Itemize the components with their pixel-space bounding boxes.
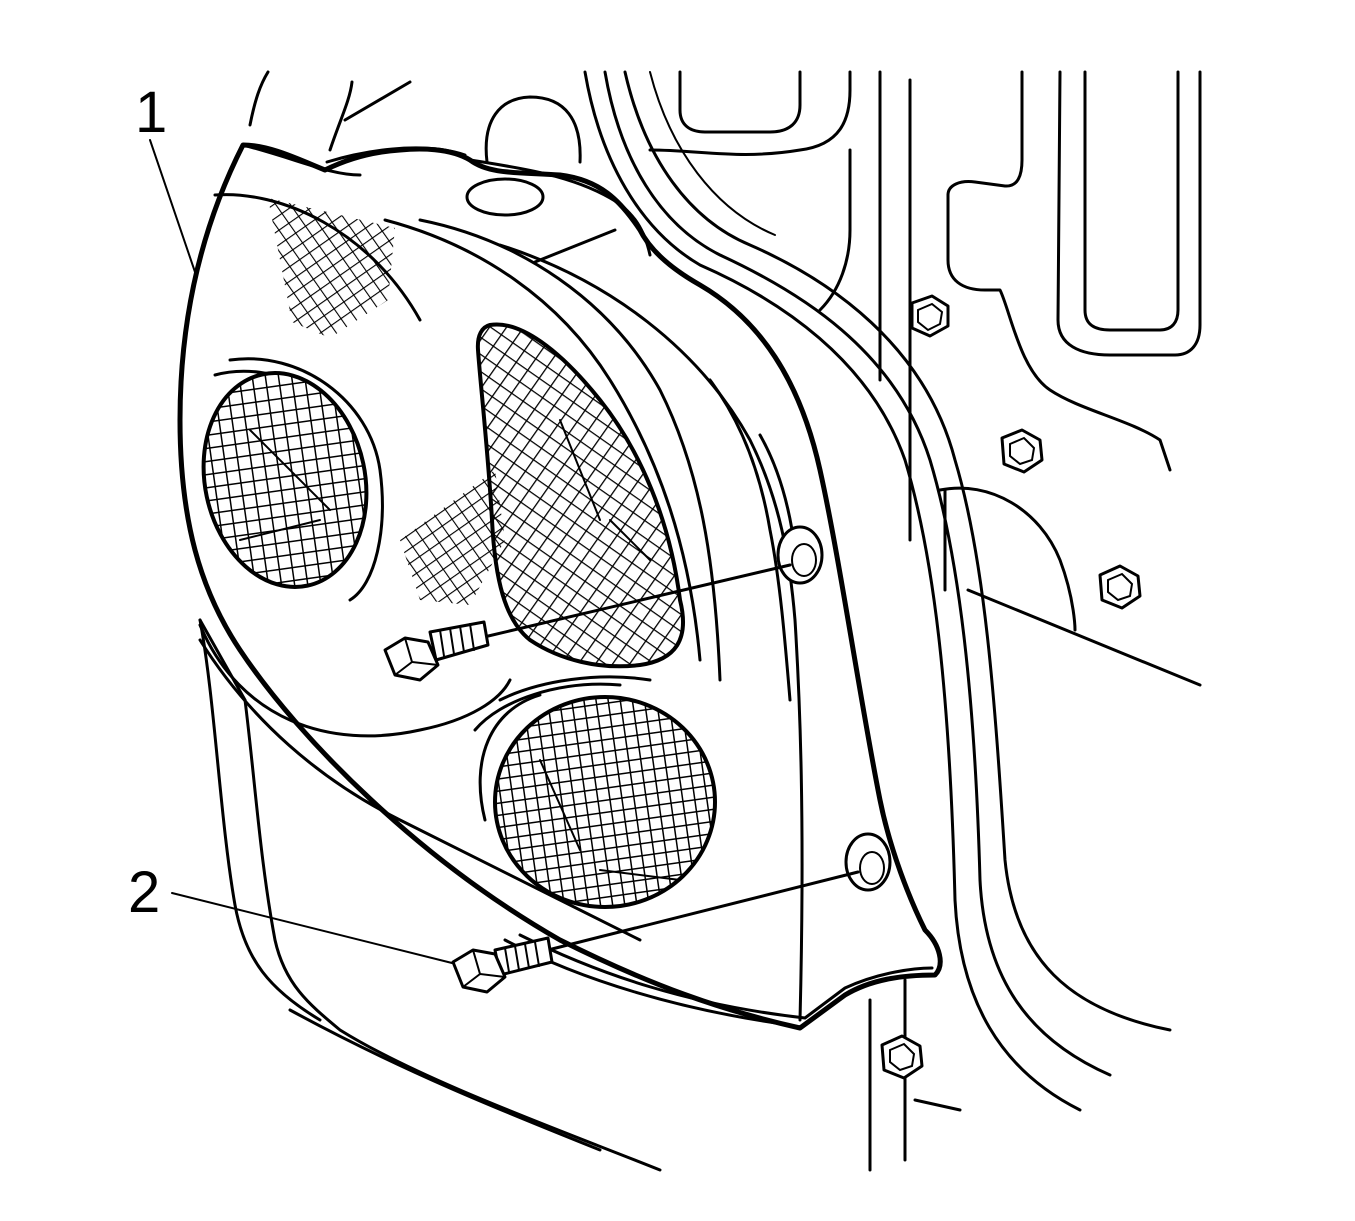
callout-1: 1 (135, 80, 196, 273)
body-bolt (880, 1034, 924, 1080)
body-bolt (1098, 564, 1142, 610)
callout-2-label: 2 (128, 860, 160, 925)
body-bolt (910, 294, 950, 338)
mounting-hole-lower (844, 832, 892, 892)
speaker-grille-left (201, 357, 384, 602)
door-panel (198, 70, 1202, 1172)
speaker-enclosure (177, 142, 943, 1031)
bolt-upper (383, 563, 792, 682)
mounting-hole-upper (776, 525, 824, 585)
body-bolt (1000, 428, 1044, 474)
speaker-grille-center (475, 322, 686, 669)
callout-2: 2 (128, 860, 453, 964)
speaker-grille-lower (473, 675, 717, 909)
callout-1-label: 1 (135, 80, 167, 145)
bolt-lower (451, 870, 860, 994)
